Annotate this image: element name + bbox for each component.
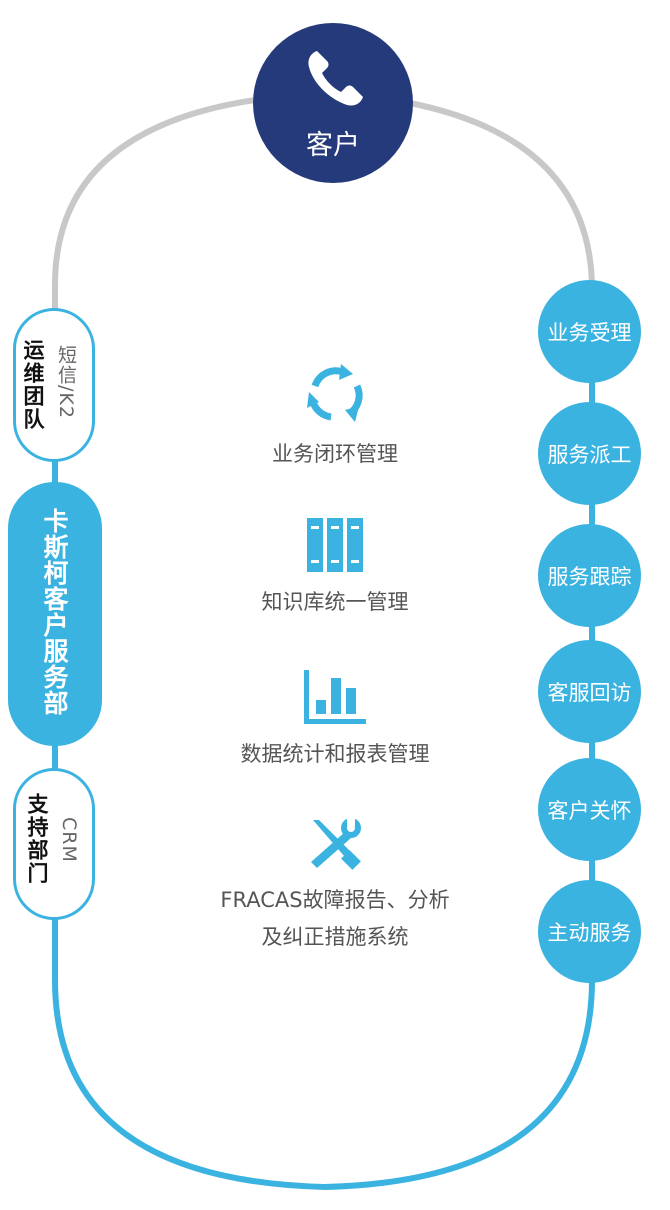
step-label: 服务派工 [547, 442, 632, 467]
customer-label: 客户 [306, 130, 360, 161]
ops-team-pill: 运维团队 短信/K2 [13, 308, 95, 462]
support-dept-title: 支持部门 [25, 793, 49, 885]
service-dept-pill: 卡斯柯客户服务部 [8, 482, 102, 746]
feature-label: 数据统计和报表管理 [240, 742, 430, 766]
feature-knowledge-base: 知识库统一管理 [180, 518, 490, 621]
step-label: 业务受理 [547, 320, 632, 345]
ops-team-subtitle: 短信/K2 [55, 345, 77, 419]
feature-label-line2: 及纠正措施系统 [261, 925, 409, 949]
feature-label-line1: FRACAS故障报告、分析 [220, 888, 450, 912]
loop-bottom-arc [52, 920, 595, 1191]
feature-label: 业务闭环管理 [272, 442, 398, 466]
ops-team-title: 运维团队 [21, 339, 45, 431]
step-follow-up-visit: 客服回访 [538, 640, 641, 743]
tools-icon [311, 818, 361, 870]
step-service-dispatch: 服务派工 [538, 402, 641, 505]
feature-statistics: 数据统计和报表管理 [180, 670, 490, 773]
support-dept-pill: 支持部门 CRM [13, 768, 95, 920]
step-proactive-service: 主动服务 [538, 880, 641, 983]
bar-chart-icon [304, 670, 366, 724]
step-label: 主动服务 [547, 920, 632, 945]
step-service-tracking: 服务跟踪 [538, 524, 641, 627]
step-label: 服务跟踪 [547, 564, 632, 589]
loop-upper-arc-right [409, 100, 595, 291]
service-dept-title: 卡斯柯客户服务部 [40, 508, 69, 716]
step-customer-care: 客户关怀 [538, 758, 641, 861]
cycle-arrows-icon [307, 364, 363, 422]
feature-closed-loop: 业务闭环管理 [180, 362, 490, 473]
step-label: 客服回访 [547, 680, 632, 705]
customer-node: 客户 [253, 23, 413, 183]
feature-label: 知识库统一管理 [261, 590, 409, 614]
step-label: 客户关怀 [547, 798, 632, 823]
support-dept-subtitle: CRM [58, 817, 80, 863]
phone-icon [308, 51, 363, 106]
loop-upper-arc [52, 97, 256, 320]
feature-fracas: FRACAS故障报告、分析 及纠正措施系统 [180, 818, 490, 956]
books-icon [307, 518, 363, 572]
step-business-acceptance: 业务受理 [538, 280, 641, 383]
